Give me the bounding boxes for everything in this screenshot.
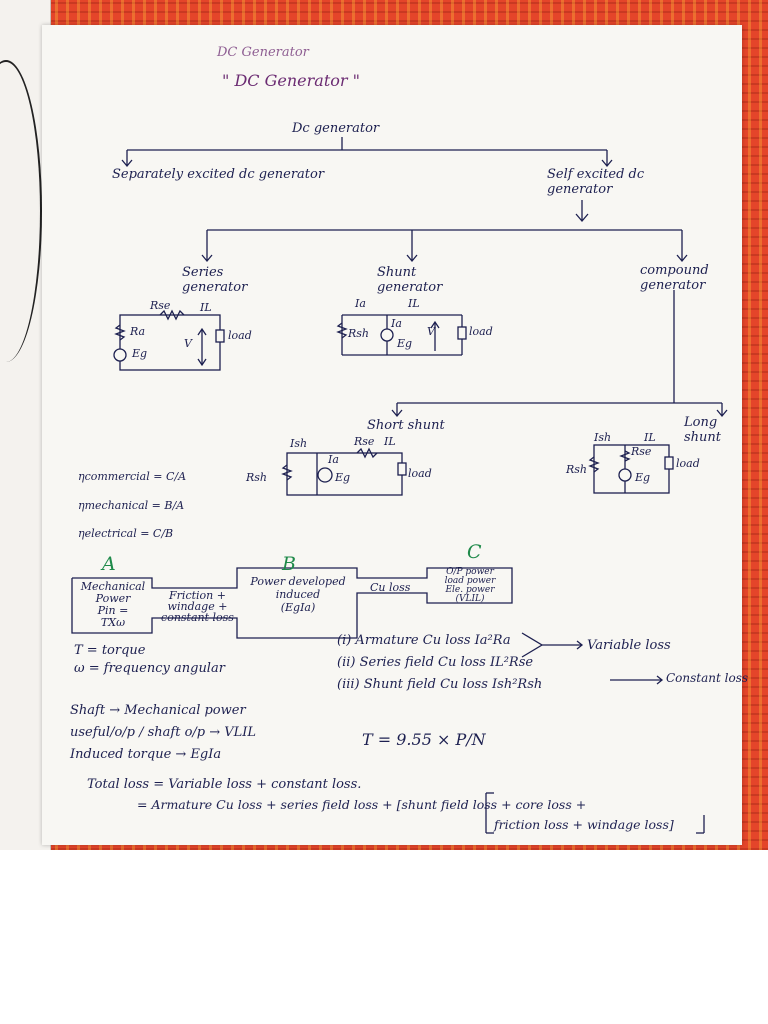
series-rse-label: Rse xyxy=(150,299,171,312)
tree-short-shunt: Short shunt xyxy=(367,418,445,433)
flow-letter-c: C xyxy=(467,541,482,563)
loss-series-field: (ii) Series field Cu loss IL²Rse xyxy=(337,655,534,670)
short-rse-label: Rse xyxy=(354,435,375,448)
long-il-label: IL xyxy=(644,431,656,444)
long-eg-label: Eg xyxy=(635,471,651,484)
short-ish-label: Ish xyxy=(290,437,308,450)
diagram-lines xyxy=(71,137,728,834)
shunt-v-label: V xyxy=(427,325,435,338)
series-il-label: IL xyxy=(200,301,212,314)
notebook-page: DC Generator " DC Generator " Dc generat… xyxy=(42,25,748,845)
series-v-label: V xyxy=(184,337,192,350)
rel-torque-formula: T = 9.55 × P/N xyxy=(362,730,486,749)
tree-compound: compound generator xyxy=(640,263,709,293)
tree-series: Series generator xyxy=(182,265,248,295)
total-loss-line3: friction loss + windage loss] xyxy=(494,817,674,832)
flow-friction-loss: Friction +windage +constant loss xyxy=(161,589,234,624)
long-load-label: load xyxy=(676,457,700,470)
short-il-label: IL xyxy=(384,435,396,448)
flow-letter-a: A xyxy=(102,553,116,575)
tree-shunt: Shunt generator xyxy=(377,265,443,295)
tree-separately-excited: Separately excited dc generator xyxy=(112,167,325,182)
series-load-label: load xyxy=(228,329,252,342)
shunt-eg-label: Eg xyxy=(397,337,413,350)
short-eg-label: Eg xyxy=(335,471,351,484)
flow-cu-loss: Cu loss xyxy=(370,581,411,594)
short-ia-label: Ia xyxy=(328,453,339,466)
loss-shunt-field: (iii) Shunt field Cu loss Ish²Rsh xyxy=(337,677,543,692)
loss-constant: Constant loss xyxy=(666,671,749,685)
series-ra-label: Ra xyxy=(130,325,146,338)
main-title: " DC Generator " xyxy=(222,71,360,90)
total-loss-line1: Total loss = Variable loss + constant lo… xyxy=(87,777,362,792)
loss-armature: (i) Armature Cu loss Ia²Ra xyxy=(337,633,511,648)
long-rse-label: Rse xyxy=(631,445,652,458)
efficiency-electrical: ηelectrical = C/B xyxy=(78,527,174,540)
short-rsh-label: Rsh xyxy=(246,471,268,484)
short-load-label: load xyxy=(408,467,432,480)
long-ish-label: Ish xyxy=(594,431,612,444)
rel-induced: Induced torque → EgIa xyxy=(70,747,222,762)
tree-root: Dc generator xyxy=(292,121,380,136)
tree-long-shunt: Long shunt xyxy=(684,415,722,445)
tree-self-excited: Self excited dc generator xyxy=(547,167,645,197)
def-omega: ω = frequency angular xyxy=(74,661,225,676)
small-title: DC Generator xyxy=(217,45,309,60)
total-loss-line2: = Armature Cu loss + series field loss +… xyxy=(137,797,587,812)
shunt-ia-inner-label: Ia xyxy=(391,317,402,330)
rel-useful: useful/o/p / shaft o/p → VLIL xyxy=(70,725,257,740)
shunt-il-label: IL xyxy=(408,297,420,310)
series-eg-label: Eg xyxy=(132,347,148,360)
efficiency-commercial: ηcommercial = C/A xyxy=(78,470,187,483)
shunt-rsh-label: Rsh xyxy=(348,327,370,340)
rel-shaft: Shaft → Mechanical power xyxy=(70,703,246,718)
long-rsh-label: Rsh xyxy=(566,463,588,476)
flow-letter-b: B xyxy=(282,553,296,575)
shunt-load-label: load xyxy=(469,325,493,338)
efficiency-mechanical: ηmechanical = B/A xyxy=(78,499,185,512)
shunt-ia-label: Ia xyxy=(355,297,366,310)
def-torque: T = torque xyxy=(74,643,146,658)
loss-variable: Variable loss xyxy=(587,638,671,653)
